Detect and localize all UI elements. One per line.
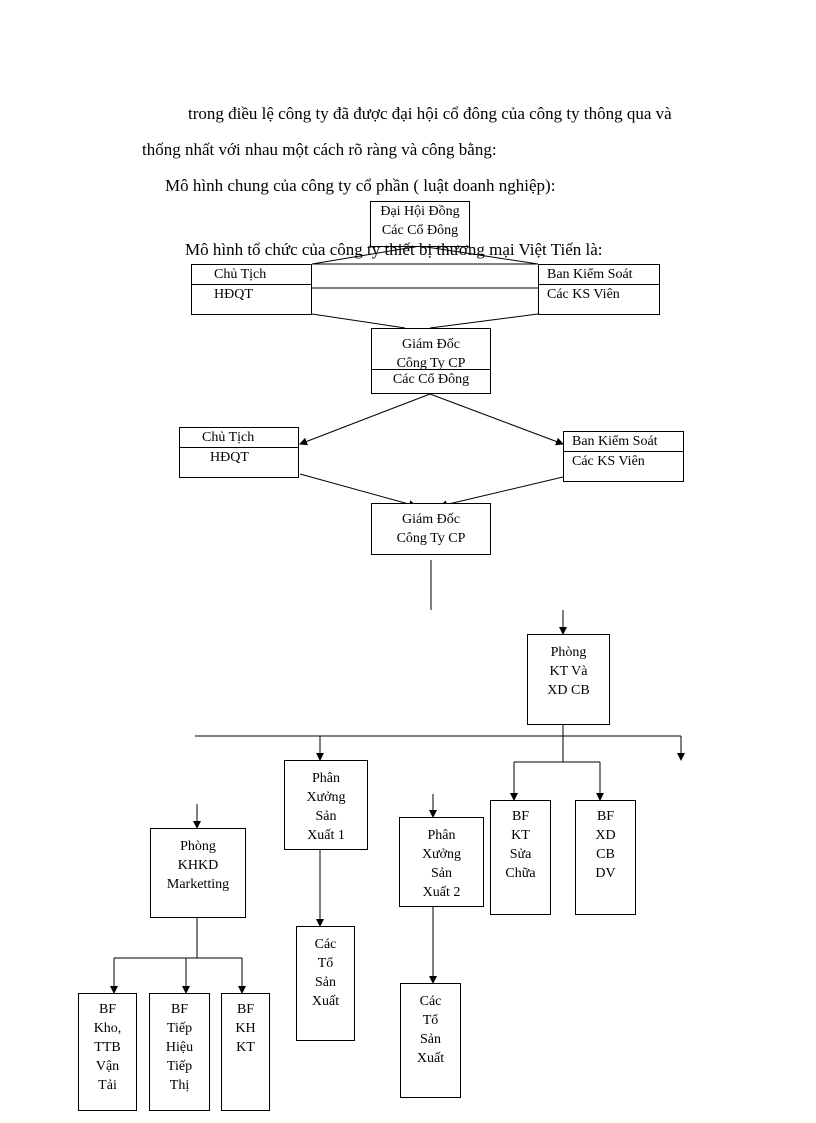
box-text: Các Cổ Đông — [381, 223, 459, 238]
box-phong-khkd: Phòng KHKD Marketting — [150, 828, 246, 918]
box-text: Xuất — [416, 1051, 445, 1066]
box-text: KH — [235, 1021, 256, 1036]
box-text: BF — [170, 1002, 189, 1017]
box-text: Phân — [427, 828, 456, 843]
box-text: Vận — [95, 1059, 120, 1074]
box-text: KT — [236, 1040, 255, 1055]
paragraph-line-2: thống nhất với nhau một cách rõ ràng và … — [142, 140, 497, 159]
box-giam-doc: Giám Đốc Công Ty CP — [371, 503, 491, 555]
box-text: Công Ty CP — [396, 531, 466, 546]
box-text: Tải — [98, 1078, 117, 1093]
box-text: HĐQT — [214, 287, 253, 302]
box-text: Các KS Viên — [547, 287, 620, 302]
box-text: XD — [595, 828, 616, 843]
box-giam-doc-general: Giám Đốc Công Ty CP Các Cổ Đông — [371, 328, 491, 394]
box-text: BF — [596, 809, 615, 824]
box-text: DV — [595, 866, 616, 881]
box-text: CB — [596, 847, 615, 862]
box-text: XD CB — [547, 683, 590, 698]
box-ban-kiem-soat-general: Ban Kiểm Soát Các KS Viên — [538, 264, 660, 315]
box-phong-kt-xd-cb: Phòng KT Và XD CB — [527, 634, 610, 725]
box-text: Các KS Viên — [572, 454, 645, 469]
box-text: Xuất 2 — [422, 885, 461, 900]
box-text: HĐQT — [210, 450, 249, 465]
box-text: Hiệu — [165, 1040, 194, 1055]
box-cac-to-san-xuat-1: Các Tổ Sản Xuất — [296, 926, 355, 1041]
box-text: Phân — [312, 771, 340, 786]
box-text: Xưởng — [421, 847, 462, 862]
box-bf-kho-ttb-van-tai: BF Kho, TTB Vận Tải — [78, 993, 137, 1111]
box-phan-xuong-1: Phân Xưởng Sản Xuất 1 — [284, 760, 368, 850]
box-text: Đại Hội Đồng — [380, 204, 460, 219]
box-bf-kt-sua-chua: BF KT Sửa Chữa — [490, 800, 551, 915]
box-text: Xuất 1 — [307, 828, 345, 843]
box-bf-xd-cb-dv: BF XD CB DV — [575, 800, 636, 915]
box-dai-hoi-dong-co-dong: Đại Hội Đồng Các Cổ Đông — [370, 201, 470, 247]
box-text: Chủ Tịch — [192, 265, 311, 285]
box-text: BF — [98, 1002, 117, 1017]
box-text: Sản — [431, 866, 452, 881]
box-bf-kh-kt: BF KH KT — [221, 993, 270, 1111]
box-text: Xuất — [311, 994, 340, 1009]
box-text: Chữa — [505, 866, 536, 881]
box-phan-xuong-2: Phân Xưởng Sản Xuất 2 — [399, 817, 484, 907]
box-text: TTB — [94, 1040, 121, 1055]
box-text: Phòng — [550, 645, 587, 660]
box-text: Marketting — [166, 877, 230, 892]
box-text: Sản — [315, 809, 337, 824]
box-text: Ban Kiểm Soát — [564, 432, 683, 452]
box-text: Chủ Tịch — [180, 428, 298, 448]
box-text: Giám Đốc — [402, 512, 460, 527]
box-text: Sản — [315, 975, 336, 990]
box-text: Phòng — [180, 839, 216, 854]
box-chu-tich-hdqt: Chủ Tịch HĐQT — [179, 427, 299, 478]
box-text: Công Ty CP — [396, 356, 466, 371]
box-text: Kho, — [93, 1021, 122, 1036]
box-text: Ban Kiểm Soát — [539, 265, 659, 285]
paragraph-line-4: Mô hình tổ chức của công ty thiết bị thư… — [185, 240, 603, 259]
box-ban-kiem-soat: Ban Kiểm Soát Các KS Viên — [563, 431, 684, 482]
box-text: Các Cổ Đông — [372, 369, 490, 389]
box-text: Tiếp — [166, 1021, 193, 1036]
paragraph-line-3: Mô hình chung của công ty cổ phần ( luật… — [165, 176, 556, 195]
box-text: Các — [314, 937, 337, 952]
box-text: Giám Đốc — [402, 337, 460, 352]
box-text: Thị — [169, 1078, 190, 1093]
box-text: Tiếp — [166, 1059, 193, 1074]
box-text: Sửa — [509, 847, 532, 862]
box-text: Tổ — [317, 956, 334, 971]
paragraph-line-1: trong điều lệ công ty đã được đại hội cổ… — [188, 104, 672, 123]
box-chu-tich-hdqt-general: Chủ Tịch HĐQT — [191, 264, 312, 315]
box-bf-tiep-hieu-tiep-thi: BF Tiếp Hiệu Tiếp Thị — [149, 993, 210, 1111]
box-text: KHKD — [177, 858, 219, 873]
box-text: Tổ — [422, 1013, 439, 1028]
box-text: KT Và — [549, 664, 588, 679]
box-text: BF — [236, 1002, 255, 1017]
box-text: KT — [511, 828, 530, 843]
box-text: BF — [511, 809, 530, 824]
box-cac-to-san-xuat-2: Các Tổ Sản Xuất — [400, 983, 461, 1098]
box-text: Sản — [420, 1032, 441, 1047]
box-text: Xưởng — [306, 790, 346, 805]
box-text: Các — [419, 994, 442, 1009]
